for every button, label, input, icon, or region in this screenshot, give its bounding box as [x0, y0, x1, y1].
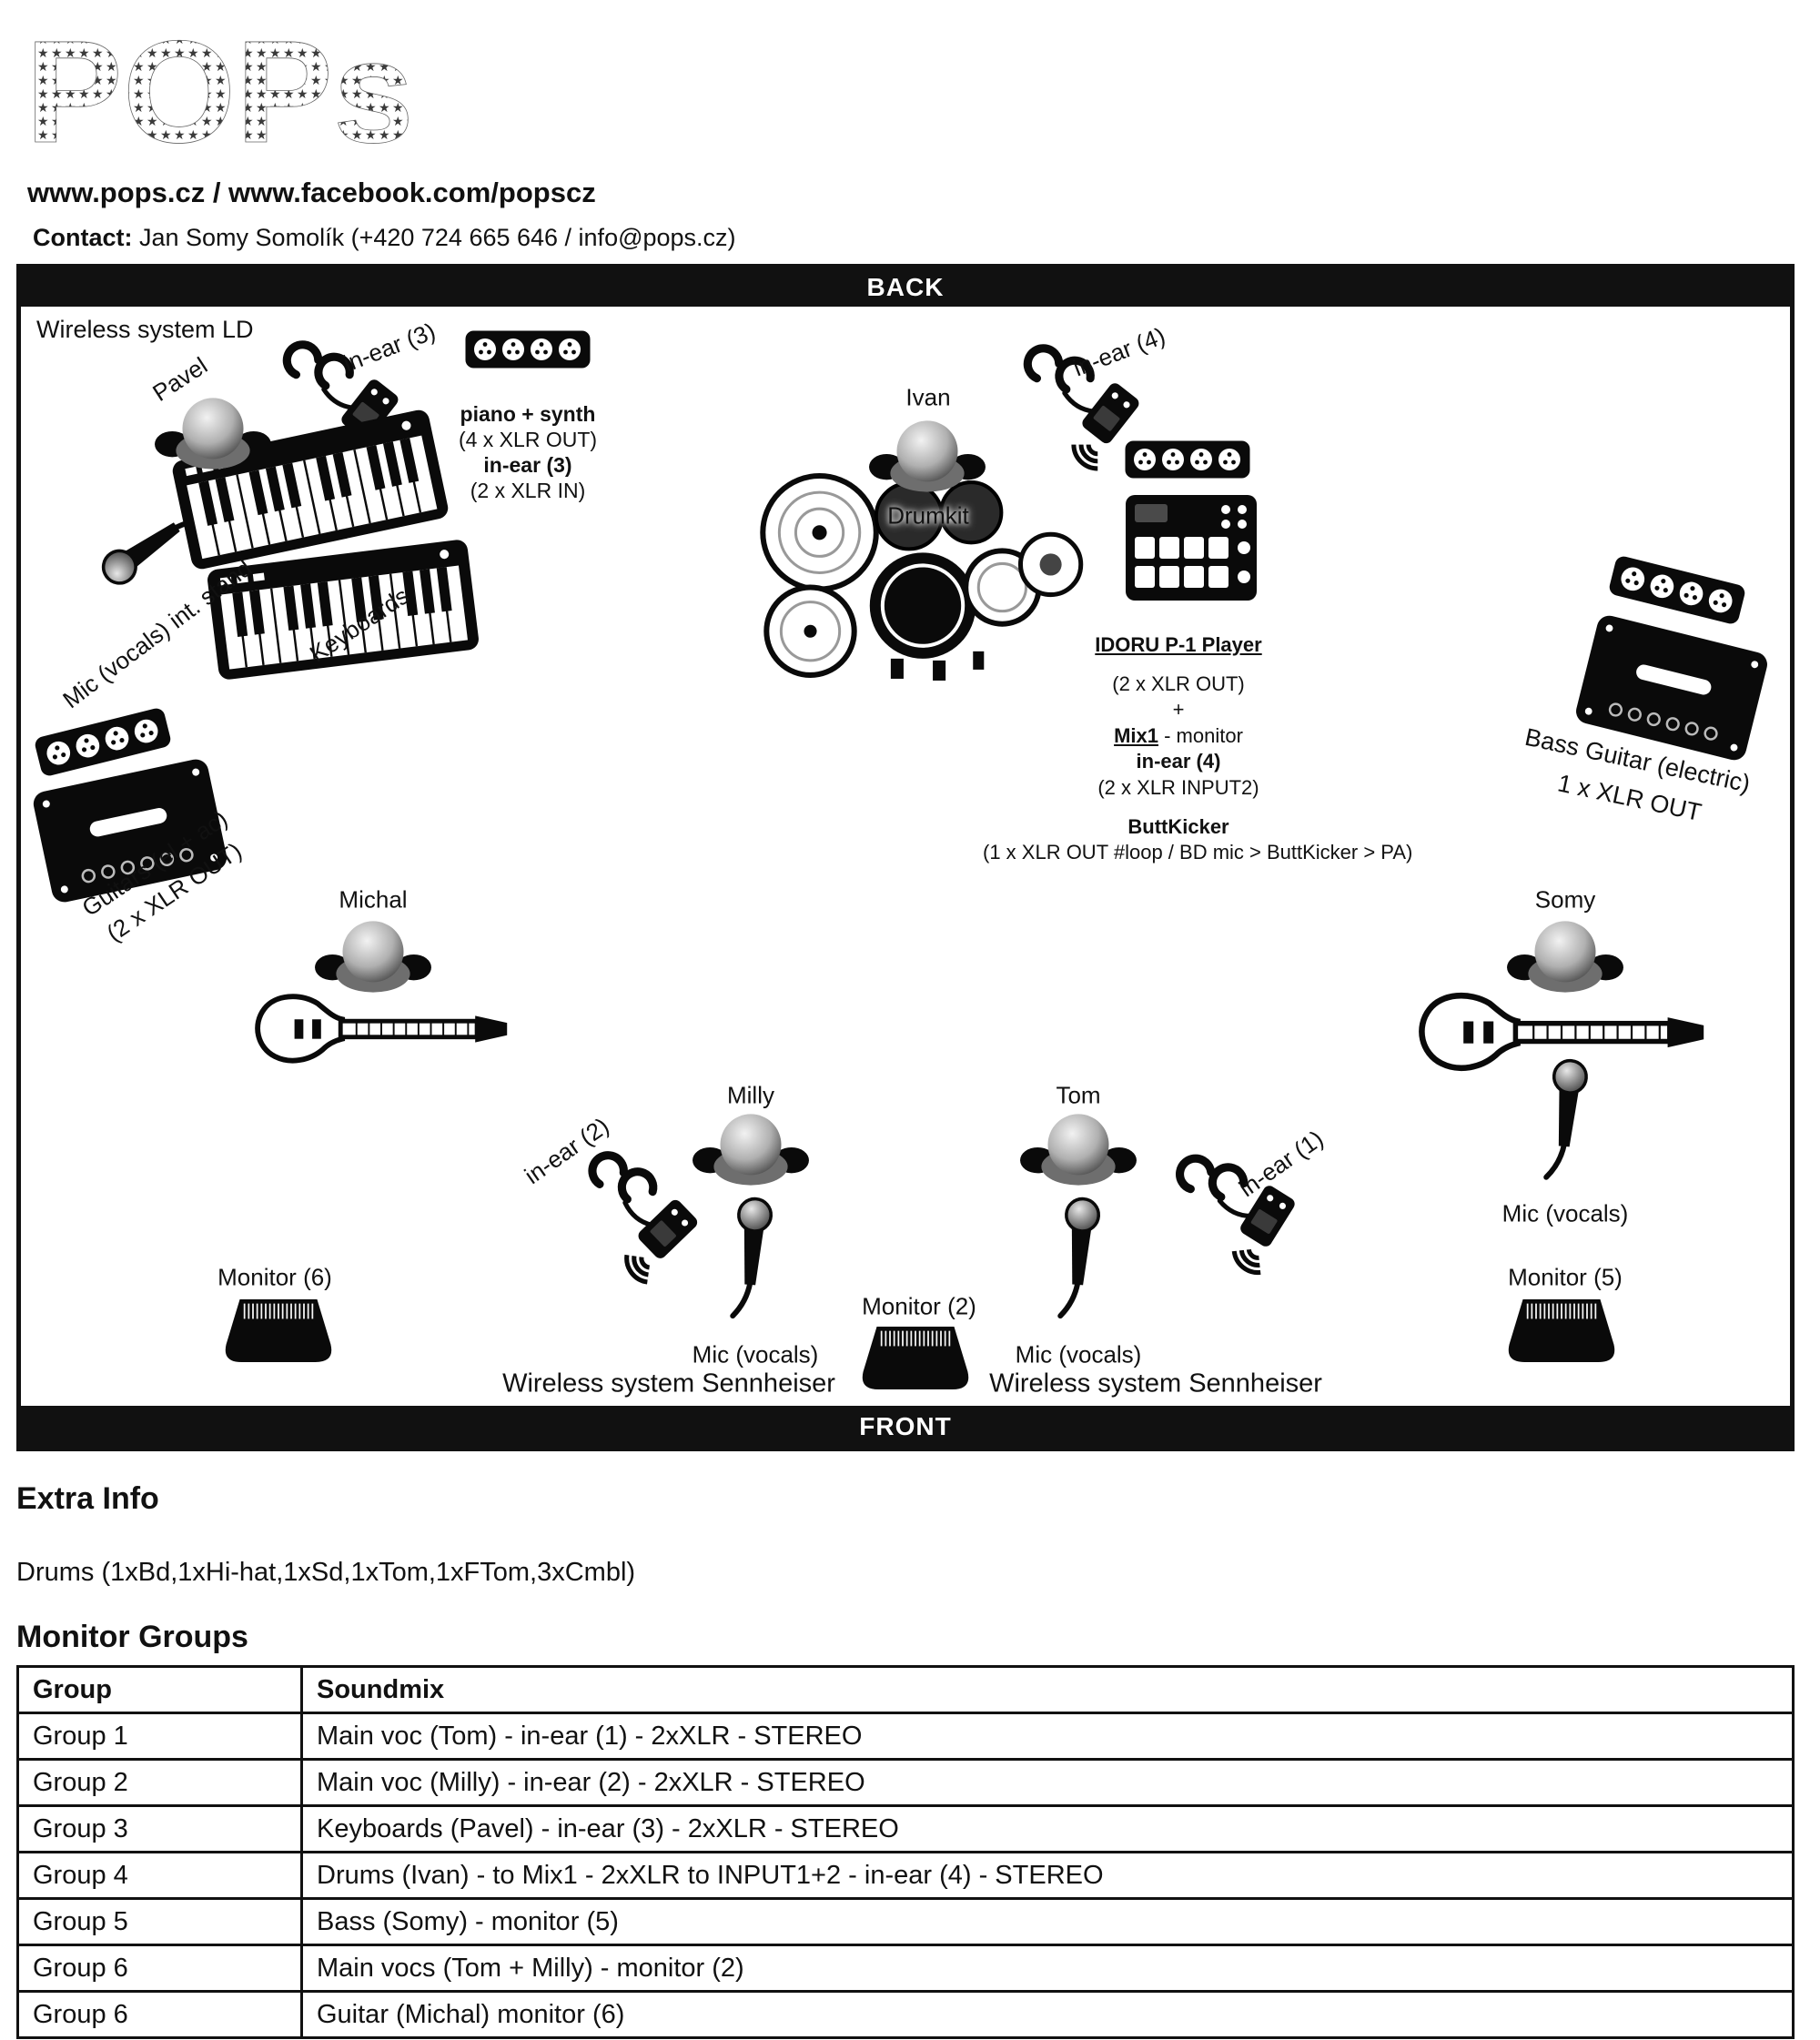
table-row: Group 4 Drums (Ivan) - to Mix1 - 2xXLR t…: [16, 1851, 1795, 1900]
drums-detail-text: Drums (1xBd,1xHi-hat,1xSd,1xTom,1xFTom,3…: [16, 1558, 636, 1587]
gear-line: piano + synth: [460, 402, 596, 426]
monitor-groups-heading: Monitor Groups: [16, 1620, 248, 1654]
table-row: Group 1 Main voc (Tom) - in-ear (1) - 2x…: [16, 1712, 1795, 1761]
logo-text: POPs: [25, 10, 414, 173]
col-header-soundmix: Soundmix: [300, 1665, 1795, 1714]
performer-label-somy: Somy: [1534, 885, 1596, 914]
performer-label-milly: Milly: [727, 1081, 774, 1109]
monitor-wedge-icon: [858, 1324, 973, 1392]
stage-front-bar: FRONT: [21, 1406, 1790, 1447]
table-row: Group 5 Bass (Somy) - monitor (5): [16, 1897, 1795, 1946]
website-line: www.pops.cz / www.facebook.com/popscz: [27, 177, 596, 208]
person-icon: [153, 391, 273, 477]
monitor-wedge-icon: [1504, 1297, 1619, 1365]
gear-line: (4 x XLR OUT): [458, 428, 598, 452]
mic-vocals-label: Mic (vocals): [1502, 1199, 1629, 1227]
stage-area: Wireless system LD Pavel in-ear (3) pian…: [21, 307, 1790, 1406]
gear-line: (2 x XLR IN): [470, 479, 586, 503]
contact-label: Contact:: [33, 224, 133, 251]
person-icon: [691, 1107, 811, 1193]
mic-vocals-label: Mic (vocals): [692, 1340, 819, 1368]
monitor-2-label: Monitor (2): [862, 1292, 976, 1320]
mix1-rest: - monitor: [1158, 723, 1243, 747]
idoru-line: Mix1 - monitor: [983, 723, 1374, 750]
mic-vocals-label: Mic (vocals): [1015, 1340, 1142, 1368]
performer-label-ivan: Ivan: [905, 383, 951, 411]
table-row: Group 2 Main voc (Milly) - in-ear (2) - …: [16, 1758, 1795, 1807]
monitor-5-label: Monitor (5): [1508, 1263, 1623, 1291]
person-icon: [313, 914, 433, 1000]
col-header-group: Group: [16, 1665, 303, 1714]
soundmix-cell: Drums (Ivan) - to Mix1 - 2xXLR to INPUT1…: [300, 1851, 1795, 1900]
idoru-line: +: [1172, 698, 1185, 722]
table-row: Group 6 Main vocs (Tom + Milly) - monito…: [16, 1944, 1795, 1993]
wireless-system-ld-label: Wireless system LD: [36, 316, 254, 343]
front-label: FRONT: [859, 1411, 952, 1440]
stage-back-bar: BACK: [21, 268, 1790, 307]
xlr-connectors-icon: [464, 329, 592, 369]
stage-diagram: BACK Wireless system LD Pavel in-ear (3)…: [16, 264, 1795, 1451]
monitor-groups-table: Group Soundmix Group 1 Main voc (Tom) - …: [16, 1665, 1795, 2039]
person-icon: [1505, 914, 1625, 1000]
idoru-line: in-ear (4): [1136, 750, 1221, 773]
xlr-connectors-icon: [1124, 439, 1251, 480]
group-cell: Group 5: [16, 1897, 303, 1946]
idoru-line: (2 x XLR OUT): [1112, 672, 1245, 695]
soundmix-cell: Main voc (Tom) - in-ear (1) - 2xXLR - ST…: [300, 1712, 1795, 1761]
microphone-icon: [723, 1195, 780, 1327]
extra-info-heading: Extra Info: [16, 1481, 159, 1516]
soundmix-cell: Bass (Somy) - monitor (5): [300, 1897, 1795, 1946]
microphone-icon: [1537, 1056, 1595, 1189]
xlr-connectors-icon: [1606, 553, 1749, 628]
back-label: BACK: [866, 273, 945, 301]
microphone-icon: [1051, 1195, 1107, 1327]
gear-line: in-ear (3): [483, 453, 572, 478]
wireless-sennheiser-label: Wireless system Sennheiser: [502, 1368, 835, 1399]
soundmix-cell: Main vocs (Tom + Milly) - monitor (2): [300, 1944, 1795, 1993]
contact-value: Jan Somy Somolík (+420 724 665 646 / inf…: [132, 224, 736, 251]
contact-line: Contact: Jan Somy Somolík (+420 724 665 …: [33, 224, 736, 252]
performer-label-michal: Michal: [339, 885, 408, 914]
group-cell: Group 6: [16, 1990, 303, 2039]
idoru-line: (2 x XLR INPUT2): [1097, 775, 1259, 799]
buttkicker-title: ButtKicker: [1127, 814, 1229, 838]
idoru-player-icon: [1124, 493, 1259, 602]
wireless-sennheiser-label: Wireless system Sennheiser: [989, 1368, 1322, 1399]
drumkit-label: Drumkit: [887, 501, 969, 530]
soundmix-cell: Main voc (Milly) - in-ear (2) - 2xXLR - …: [300, 1758, 1795, 1807]
group-cell: Group 1: [16, 1712, 303, 1761]
table-row: Group 3 Keyboards (Pavel) - in-ear (3) -…: [16, 1804, 1795, 1853]
table-row: Group 6 Guitar (Michal) monitor (6): [16, 1990, 1795, 2039]
group-cell: Group 3: [16, 1804, 303, 1853]
pops-star-logo: POPs: [25, 10, 415, 174]
idoru-player-notes: IDORU P-1 Player (2 x XLR OUT) + Mix1 - …: [983, 632, 1413, 866]
mix1-label: Mix1: [1114, 723, 1158, 747]
monitor-6-label: Monitor (6): [217, 1263, 332, 1291]
person-icon: [867, 414, 987, 500]
keys-gear-notes: piano + synth (4 x XLR OUT) in-ear (3) (…: [432, 401, 623, 503]
soundmix-cell: Guitar (Michal) monitor (6): [300, 1990, 1795, 2039]
electric-guitar-icon: [248, 989, 514, 1067]
performer-label-tom: Tom: [1056, 1081, 1101, 1109]
group-cell: Group 4: [16, 1851, 303, 1900]
idoru-title: IDORU P-1 Player: [1095, 633, 1262, 656]
monitor-wedge-icon: [221, 1297, 336, 1365]
group-cell: Group 6: [16, 1944, 303, 1993]
table-header-row: Group Soundmix: [16, 1665, 1795, 1714]
soundmix-cell: Keyboards (Pavel) - in-ear (3) - 2xXLR -…: [300, 1804, 1795, 1853]
group-cell: Group 2: [16, 1758, 303, 1807]
person-icon: [1018, 1107, 1138, 1193]
buttkicker-detail: (1 x XLR OUT #loop / BD mic > ButtKicker…: [983, 841, 1413, 864]
